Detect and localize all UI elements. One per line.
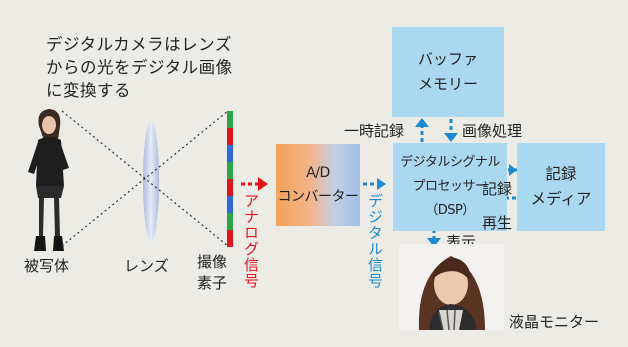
temp-record-label: 一時記録	[344, 122, 405, 140]
image-processing-label: 画像処理	[462, 122, 523, 140]
subject-label: 被写体	[24, 257, 70, 275]
ad-converter-box: A/D コンバーター	[276, 144, 360, 226]
image-sensor-strip	[227, 111, 233, 247]
lens-icon	[143, 121, 159, 241]
recording-media-box: 記録 メディア	[517, 143, 605, 231]
lcd-monitor-label: 液晶モニター	[509, 313, 600, 331]
lcd-monitor-image	[399, 244, 504, 330]
lens-label: レンズ	[124, 257, 169, 275]
subject-person-icon	[28, 109, 69, 251]
playback-label: 再生	[482, 214, 513, 232]
temp-record-arrow-icon	[415, 118, 429, 142]
record-arrow-icon	[508, 164, 524, 176]
light-rays	[61, 110, 229, 247]
analog-arrow-icon	[241, 177, 268, 191]
image-sensor-label: 撮像 素子	[197, 253, 228, 292]
image-processing-arrow-icon	[444, 119, 458, 142]
digital-signal-label: デジタル信号	[366, 193, 384, 289]
portrait-icon	[399, 244, 504, 330]
buffer-memory-box: バッファ メモリー	[392, 27, 504, 117]
analog-signal-label: アナログ信号	[242, 193, 260, 289]
intro-text: デジタルカメラはレンズ からの光をデジタル画像 に変換する	[46, 35, 233, 100]
dsp-box: デジタルシグナル プロセッサー （DSP）	[393, 143, 507, 231]
digital-arrow-icon	[363, 178, 386, 190]
record-label: 記録	[482, 180, 513, 198]
